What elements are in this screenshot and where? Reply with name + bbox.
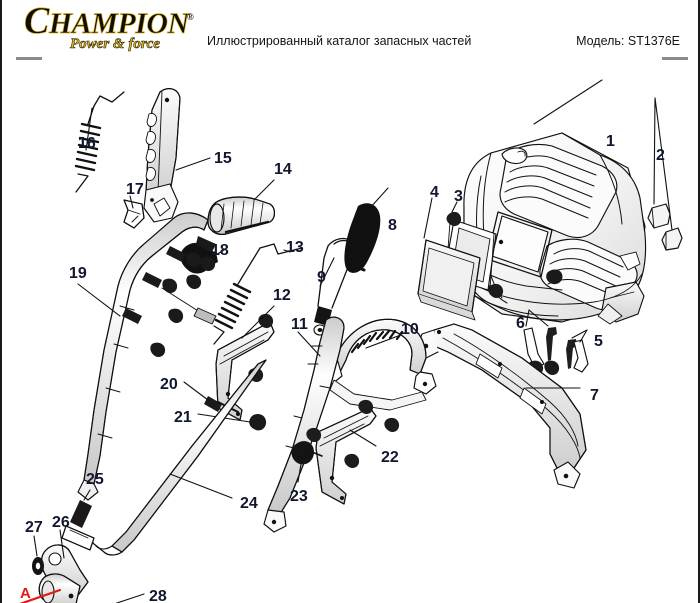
callout-number-22: 22	[381, 449, 399, 466]
leader-1	[533, 79, 603, 125]
callout-number-6: 6	[516, 315, 525, 332]
model-label: Модель: ST1376E	[576, 34, 680, 48]
part-22-right-bracket	[306, 399, 400, 505]
callout-number-3: 3	[454, 188, 463, 205]
part-27-washer	[32, 557, 44, 575]
header-divider	[4, 57, 698, 60]
leader-23	[297, 457, 303, 483]
callout-number-26: 26	[52, 514, 70, 531]
callout-number-28: 28	[149, 588, 167, 603]
callout-number-23: 23	[290, 488, 308, 505]
leader-11	[297, 331, 321, 357]
callout-number-1: 1	[606, 133, 615, 150]
callout-number-20: 20	[160, 376, 178, 393]
callout-number-11: 11	[291, 316, 308, 333]
callout-number-12: 12	[273, 287, 291, 304]
callout-number-19: 19	[69, 265, 87, 282]
brand-wordmark-rest: HAMPION	[48, 7, 190, 40]
part-1-engine-hood	[463, 132, 647, 325]
leader-12	[241, 305, 275, 339]
leader-16	[85, 107, 93, 151]
callout-number-4: 4	[430, 184, 439, 201]
callout-number-24: 24	[240, 495, 258, 512]
part-8-shift-knob	[344, 203, 381, 273]
leader-9	[319, 257, 335, 287]
part-4-access-plate	[417, 239, 481, 321]
leader-22	[349, 429, 377, 447]
registered-trademark-icon: ®	[187, 12, 194, 22]
brand-wordmark: CHAMPION	[24, 2, 190, 41]
part-7-frame-crossmember	[415, 323, 587, 489]
divider-cap-left	[16, 57, 42, 60]
callout-number-10: 10	[401, 321, 419, 338]
leader-17	[129, 195, 134, 209]
callout-number-18: 18	[211, 242, 229, 259]
part-21-rod-pin	[249, 413, 267, 431]
callout-number-27: 27	[25, 519, 43, 536]
part-17-clip	[123, 199, 145, 229]
part-19-handle-frame	[77, 212, 217, 501]
part-24-shift-rod	[61, 359, 267, 556]
leader-24	[169, 473, 233, 499]
callout-number-25: 25	[86, 471, 104, 488]
callout-number-16: 16	[78, 135, 96, 152]
leader-28	[115, 593, 145, 603]
brand-logo: CHAMPION ® Power & force	[24, 2, 199, 53]
page-title: Иллюстрированный каталог запасных частей	[207, 34, 472, 48]
callout-number-7: 7	[590, 387, 599, 404]
brand-tagline: Power & force	[70, 36, 161, 53]
callout-number-2: 2	[656, 147, 665, 164]
diagram-canvas	[19, 79, 683, 603]
leader-20	[183, 381, 209, 401]
leader-15	[175, 157, 211, 171]
leader-4	[423, 197, 433, 239]
leader-14	[253, 179, 275, 201]
part-25-roll-pin	[70, 500, 92, 528]
part-23-small-knob	[291, 441, 323, 465]
divider-cap-right	[662, 57, 688, 60]
leader-19	[77, 283, 121, 317]
brand-wordmark-initial: C	[24, 0, 50, 42]
parts-5-6-fasteners	[523, 309, 589, 376]
leader-25	[83, 489, 91, 501]
part-15-upper-lever	[143, 88, 181, 223]
leader-13	[283, 249, 291, 253]
leader-8	[369, 187, 389, 209]
marker-a-label: A	[20, 585, 31, 602]
leader-18	[213, 249, 225, 257]
marker-a-leader	[19, 588, 62, 603]
callout-number-5: 5	[594, 333, 603, 350]
part-2-bumpers	[647, 97, 683, 251]
callout-number-15: 15	[214, 150, 232, 167]
page-header: CHAMPION ® Power & force Иллюстрированны…	[2, 0, 698, 60]
part-11-control-lever	[263, 316, 345, 533]
callout-number-9: 9	[317, 269, 326, 286]
callout-number-14: 14	[274, 161, 292, 178]
leader-27	[33, 535, 38, 557]
part-14-handle-grip	[207, 196, 276, 235]
callout-number-8: 8	[388, 217, 397, 234]
part-13-spring-cable	[213, 243, 303, 345]
callout-number-17: 17	[126, 181, 144, 198]
callout-number-13: 13	[286, 239, 304, 256]
leader-26	[59, 529, 65, 559]
leader-3	[451, 201, 458, 213]
callout-number-21: 21	[174, 409, 192, 426]
part-12-left-bracket	[215, 313, 275, 421]
leader-10	[365, 335, 399, 349]
